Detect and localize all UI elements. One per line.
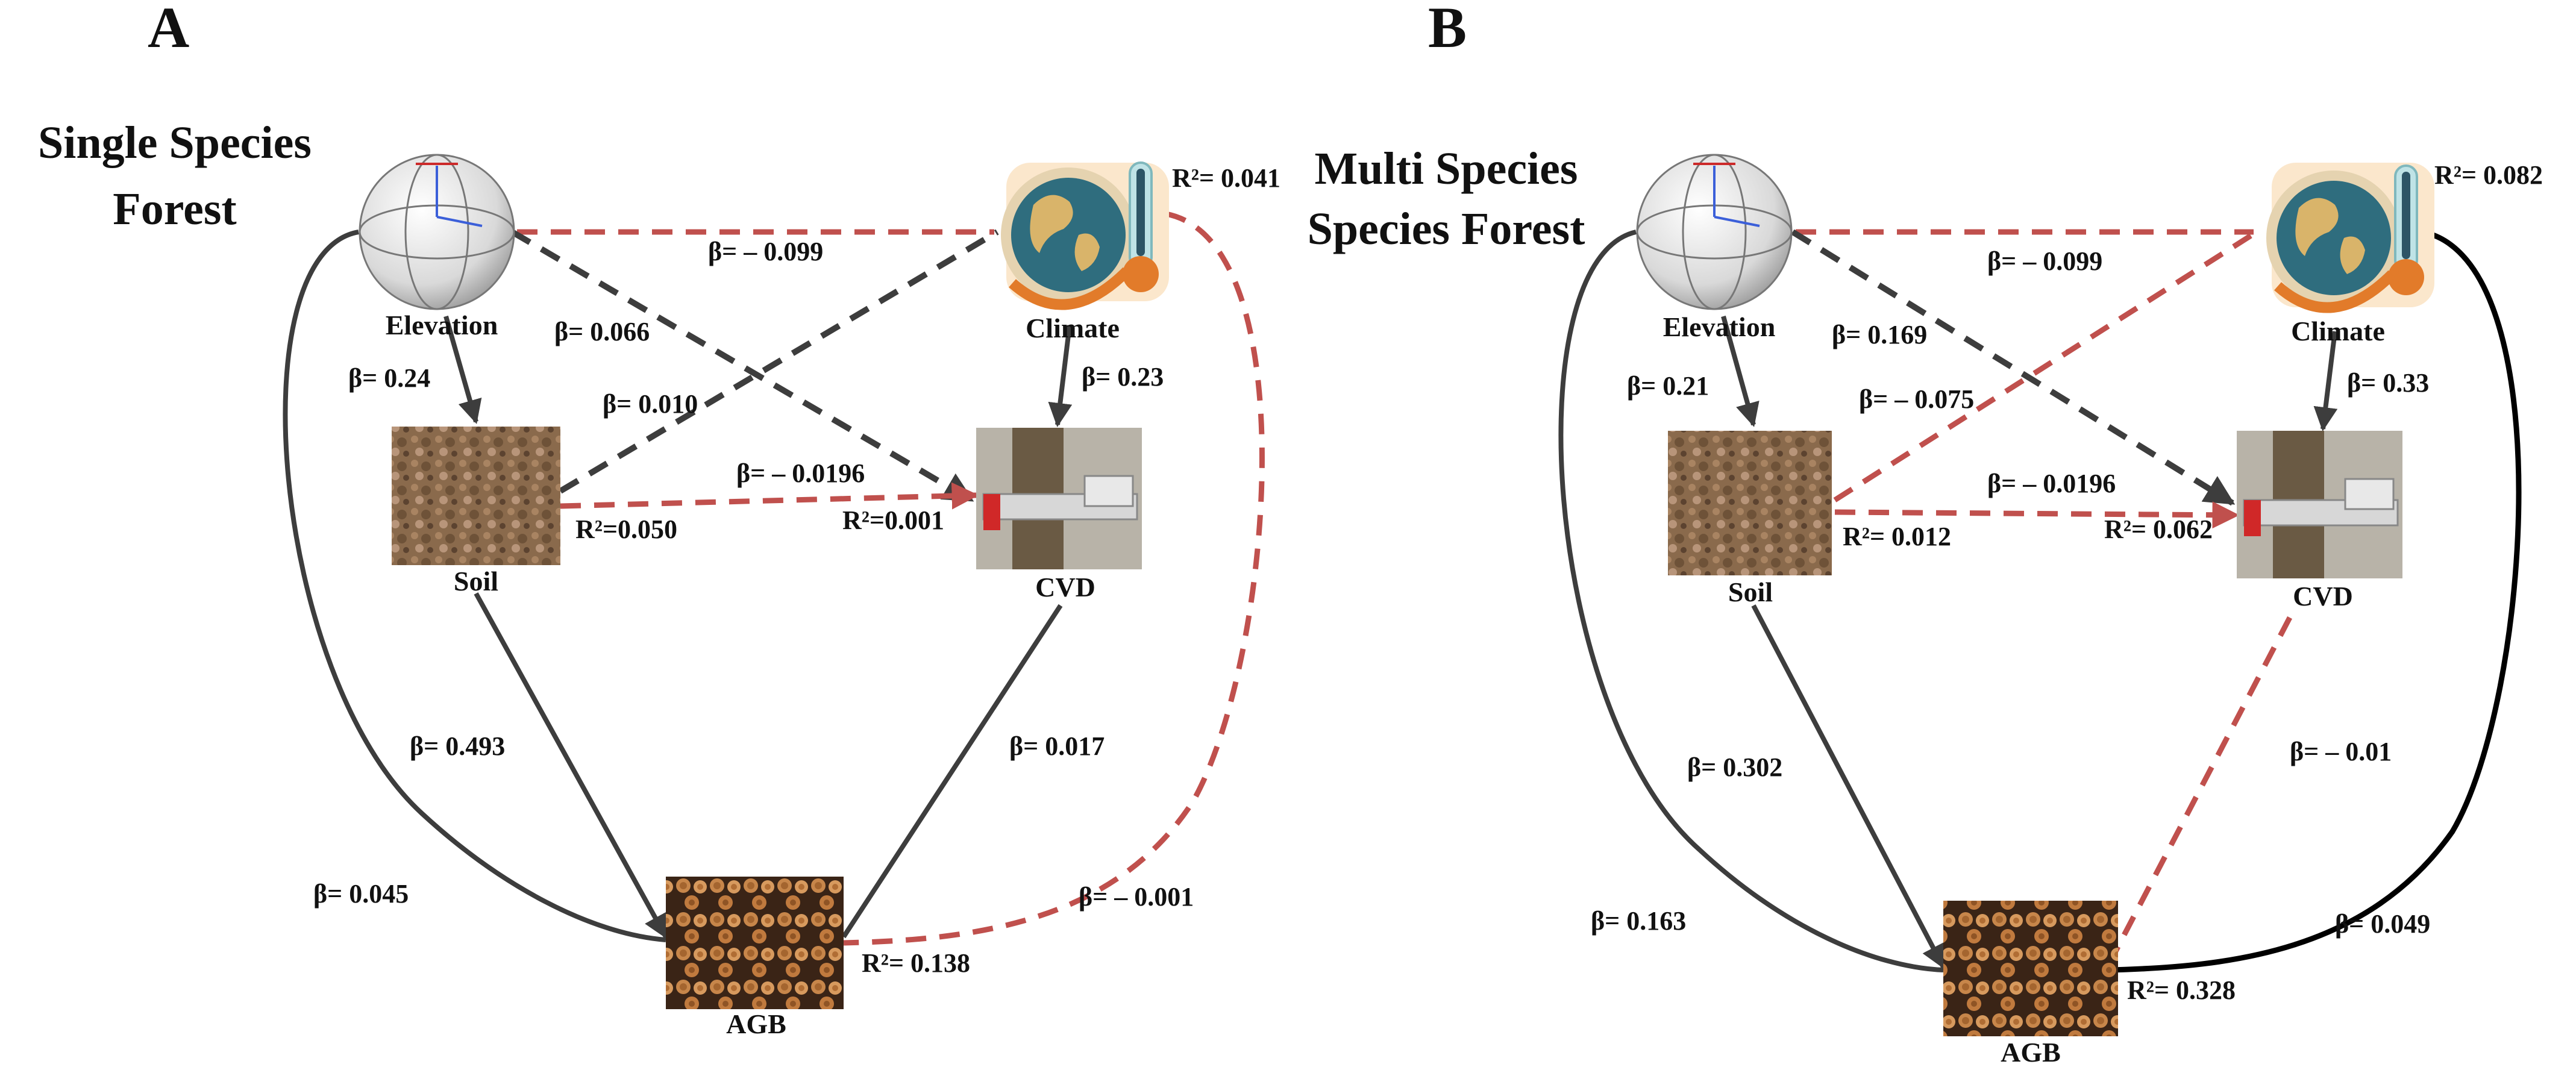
path-cvd-agb <box>2107 616 2292 966</box>
r2-climate: R²= 0.041 <box>1172 163 1280 193</box>
path-soil-climate <box>559 229 999 494</box>
beta-elevation-cvd: β= 0.169 <box>1832 320 1927 349</box>
panel-a: A Single Species Forest <box>38 0 1280 1039</box>
node-agb: AGB <box>666 877 844 1039</box>
soil-photo <box>392 427 560 565</box>
beta-climate-cvd: β= 0.23 <box>1082 362 1164 392</box>
r2-agb: R²= 0.328 <box>2127 975 2236 1005</box>
paths <box>283 211 1265 946</box>
r2-soil: R²= 0.012 <box>1843 522 1951 551</box>
beta-soil-climate: β= 0.010 <box>603 389 698 419</box>
node-label-elevation: Elevation <box>1663 311 1776 342</box>
beta-elevation-agb: β= 0.163 <box>1591 906 1686 936</box>
path-elevation-agb <box>1558 230 1944 972</box>
beta-climate-agb: β= – 0.001 <box>1079 882 1194 912</box>
r2-agb: R²= 0.138 <box>862 948 970 978</box>
path-soil-agb <box>1751 604 1946 969</box>
path-elevation-soil <box>1721 315 1760 427</box>
beta-cvd-agb: β= 0.017 <box>1009 731 1105 761</box>
path-climate-agb <box>2108 229 2522 973</box>
r2-cvd: R²=0.001 <box>842 505 944 535</box>
beta-elevation-climate: β= – 0.099 <box>1987 246 2102 276</box>
path-elevation-cvd <box>1791 229 2236 506</box>
soil-photo <box>1668 431 1832 575</box>
panel-letter: A <box>148 0 189 60</box>
path-cvd-agb <box>841 604 1063 939</box>
edge-labels: R²= 0.082 R²= 0.012 R²= 0.062 R²= 0.328 … <box>1591 160 2543 1005</box>
node-label-elevation: Elevation <box>386 310 498 340</box>
path-soil-agb <box>474 592 668 939</box>
node-label-cvd: CVD <box>2293 581 2353 612</box>
panel-b: B Multi Species Species Forest <box>1308 0 2543 1067</box>
beta-elevation-climate: β= – 0.099 <box>708 237 823 266</box>
beta-climate-agb: β= 0.049 <box>2335 909 2430 939</box>
beta-elevation-soil: β= 0.24 <box>348 363 430 393</box>
node-elevation: Elevation <box>359 154 515 340</box>
node-label-cvd: CVD <box>1035 572 1095 602</box>
panel-letter: B <box>1428 0 1467 60</box>
log-pile-photo <box>666 877 844 1009</box>
panel-title-line1: Single Species <box>38 117 312 168</box>
panel-title-line2: Species Forest <box>1308 204 1585 254</box>
node-label-agb: AGB <box>726 1009 786 1039</box>
beta-soil-cvd: β= – 0.0196 <box>1987 469 2116 498</box>
path-elevation-soil <box>443 315 482 424</box>
node-label-soil: Soil <box>454 566 498 596</box>
path-climate-agb <box>843 211 1265 946</box>
earth-thermometer-icon <box>2266 163 2434 313</box>
node-label-soil: Soil <box>1728 577 1773 607</box>
node-agb: AGB <box>1943 901 2118 1067</box>
node-cvd: CVD <box>2237 431 2402 612</box>
path-soil-cvd <box>560 482 979 510</box>
path-elevation-agb <box>283 230 666 942</box>
beta-soil-agb: β= 0.302 <box>1687 753 1782 782</box>
beta-elevation-cvd: β= 0.066 <box>554 317 650 346</box>
r2-climate: R²= 0.082 <box>2434 160 2543 190</box>
node-label-climate: Climate <box>2291 316 2385 346</box>
node-soil: Soil <box>1668 431 1832 607</box>
globe-icon <box>1636 154 1793 310</box>
paths <box>1558 229 2522 973</box>
log-pile-photo <box>1943 901 2118 1036</box>
beta-soil-cvd: β= – 0.0196 <box>736 458 865 488</box>
node-label-agb: AGB <box>2001 1037 2061 1067</box>
node-cvd: CVD <box>976 428 1142 602</box>
node-climate: Climate <box>1001 161 1169 343</box>
beta-cvd-agb: β= – 0.01 <box>2290 737 2392 766</box>
path-climate-cvd <box>2313 331 2338 431</box>
panel-title-line1: Multi Species <box>1315 143 1578 194</box>
caliper-tree-photo <box>2237 431 2402 578</box>
node-climate: Climate <box>2266 163 2434 346</box>
node-label-climate: Climate <box>1026 313 1120 343</box>
edge-labels: R²= 0.041 R²=0.050 R²=0.001 R²= 0.138 β=… <box>313 163 1280 978</box>
path-elevation-cvd <box>510 229 974 503</box>
path-soil-climate <box>1833 230 2258 502</box>
beta-climate-cvd: β= 0.33 <box>2347 368 2429 398</box>
r2-soil: R²=0.050 <box>575 515 677 544</box>
beta-elevation-agb: β= 0.045 <box>313 879 409 909</box>
beta-elevation-soil: β= 0.21 <box>1627 371 1709 401</box>
globe-icon <box>359 154 515 310</box>
caliper-tree-photo <box>976 428 1142 569</box>
node-soil: Soil <box>392 427 560 596</box>
r2-cvd: R²= 0.062 <box>2104 515 2213 544</box>
earth-thermometer-icon <box>1001 161 1169 310</box>
node-elevation: Elevation <box>1636 154 1793 342</box>
panel-title-line2: Forest <box>113 184 236 234</box>
beta-soil-agb: β= 0.493 <box>410 731 505 761</box>
beta-soil-climate: β= – 0.075 <box>1859 384 1974 414</box>
path-climate-cvd <box>1048 325 1073 427</box>
